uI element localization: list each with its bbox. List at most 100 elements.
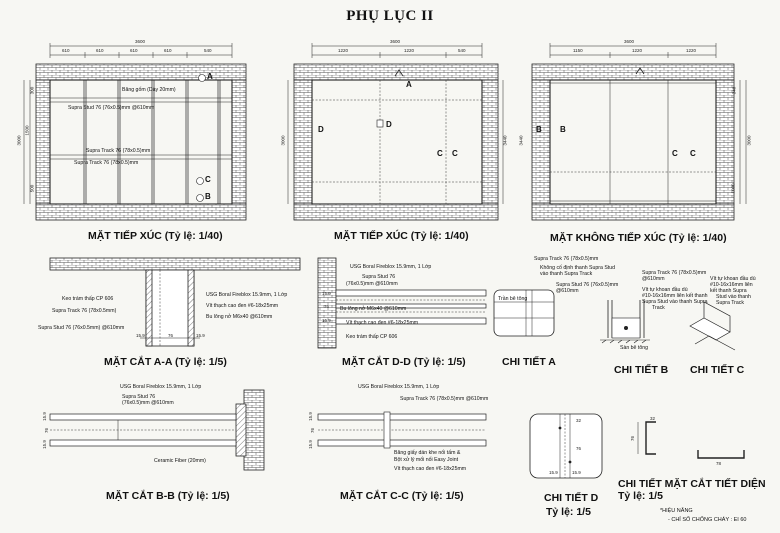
dd-label: Supra Stud 76 <box>362 274 396 280</box>
elev1-sub-dim: 610 <box>130 48 138 53</box>
profile-drawing <box>637 421 745 459</box>
elev1-sub-dim: 610 <box>164 48 172 53</box>
detail-a-label: @610mm <box>556 288 579 294</box>
dd-label: Keo trám thấp CP 606 <box>346 334 398 340</box>
elev1-sub-dim: 610 <box>96 48 104 53</box>
detail-c-label: #10-16x16mm liên <box>710 282 753 288</box>
profile-caption: CHI TIẾT MẶT CẮT TIẾT DIỆN <box>618 478 766 490</box>
aa-caption: MẶT CẮT A-A (Tỷ lệ: 1/5) <box>104 356 227 368</box>
cc-caption: MẶT CẮT C-C (Tỷ lệ: 1/5) <box>340 490 464 502</box>
detail-b-label: #10-16x16mm liên kết thanh <box>642 293 708 299</box>
aa-label: Keo trám thấp CP 606 <box>62 296 114 302</box>
aa-dim: 15.9 <box>196 333 205 338</box>
bb-label: USG Boral Fireblox 15.9mm, 1 Lớp <box>120 384 202 390</box>
elev1-overall-dim: 3600 <box>135 39 146 44</box>
elev2-sub-dim: 1220 <box>404 48 415 53</box>
elev2-section-mark: A <box>406 80 412 89</box>
dd-dim: 76 <box>324 304 330 309</box>
cc-dim: 15.9 <box>307 440 313 449</box>
detail-c-label: Vít tự khoan đầu dù <box>710 276 756 282</box>
detail-a-label: Không cố định thanh Supra Stud <box>540 265 615 271</box>
elev2-section-mark: C <box>437 149 443 158</box>
page-title: PHỤ LỤC II <box>346 8 434 24</box>
profile-dim: 76 <box>630 435 636 442</box>
detail-b-label: Vít tự khoan đầu dù <box>642 287 688 293</box>
elevation-2-drawing <box>287 43 504 221</box>
elev3-section-mark: B <box>560 125 566 134</box>
elev1-height-dim: 3000 <box>16 135 22 146</box>
detail-c-label: Stud vào thanh <box>716 294 751 300</box>
detail-d-dim: 15.9 <box>549 470 558 475</box>
elev3-overall-dim: 3600 <box>624 39 635 44</box>
elev1-label-ceramic-tape: Băng gốm (Dày 20mm) <box>122 87 176 93</box>
detail-d-dim: 15.9 <box>572 470 581 475</box>
elev3-height-dim: 3440 <box>518 135 524 146</box>
aa-label: Supra Stud 76 (76x0.5mm) @610mm <box>38 325 125 331</box>
elev3-section-mark: B <box>536 125 542 134</box>
dd-dim: 15.9 <box>322 291 331 296</box>
cc-label: Băng giấy dán khe nối tấm & <box>394 450 461 456</box>
elev2-section-mark: C <box>452 149 458 158</box>
elev3-section-mark: C <box>690 149 696 158</box>
dd-label: Vít thạch cao đen #6-18x25mm <box>346 320 419 326</box>
dd-label: (76x0.5)mm @610mm <box>346 281 398 287</box>
detail-a-label: vào thanh Supra Track <box>540 271 593 277</box>
detail-b-label: Supra Track 76 (78x0.5)mm <box>642 270 707 276</box>
detail-a-label: Supra Track 76 (78x0.5)mm <box>534 256 599 262</box>
elev1-caption: MẶT TIẾP XÚC (Tỷ lệ: 1/40) <box>88 230 223 242</box>
aa-label: Vít thạch cao đen #6-18x25mm <box>206 303 279 309</box>
detail-b-drawing <box>600 300 650 344</box>
bb-dim: 76 <box>44 427 50 434</box>
elev2-height-dim: 3000 <box>280 135 286 146</box>
section-bb-drawing <box>49 389 265 471</box>
cc-label: Bột xử lý mối nối Easy Joint <box>394 457 459 463</box>
detail-c-label: kết thanh Supra <box>710 288 747 294</box>
section-aa-drawing <box>49 257 301 347</box>
elev3-height-dim: 1000 <box>730 183 736 194</box>
cc-label: Vít thạch cao đen #6-18x25mm <box>394 466 467 472</box>
detail-d-dim: 76 <box>576 446 582 451</box>
profile-dim: 32 <box>650 416 656 421</box>
dd-label: USG Boral Fireblox 15.9mm, 1 Lớp <box>350 264 432 270</box>
elev1-sub-dim: 540 <box>204 48 212 53</box>
detail-c-caption: CHI TIẾT C <box>690 364 745 376</box>
bb-caption: MẶT CẮT B-B (Tỷ lệ: 1/5) <box>106 490 230 502</box>
elev1-label-track-2: Supra Track 76 (78x0.5)mm <box>74 160 139 166</box>
elev1-label-track: Supra Track 76 (78x0.5)mm <box>86 148 151 154</box>
detail-c-drawing <box>689 301 736 351</box>
elev1-sub-dim: 610 <box>62 48 70 53</box>
elev1-height-dim: 500 <box>29 184 35 193</box>
detail-b-caption: CHI TIẾT B <box>614 364 669 376</box>
elev3-sub-dim: 1220 <box>686 48 697 53</box>
detail-d-caption: CHI TIẾT D <box>544 492 599 504</box>
elev1-height-dim: 1500 <box>24 125 30 136</box>
footer-note: - CHỈ SỐ CHỐNG CHÁY : EI 60 <box>668 517 747 523</box>
dd-dim: 15.9 <box>322 318 331 323</box>
detail-a-label: Trần bê tông <box>498 296 528 302</box>
detail-b-label: Supra Stud vào thanh Supra <box>642 299 708 305</box>
elev3-sub-dim: 1220 <box>632 48 643 53</box>
section-dd-drawing <box>317 257 487 349</box>
elev2-section-mark: D <box>386 120 392 129</box>
profile-scale: Tỷ lệ: 1/5 <box>618 490 663 502</box>
profile-dim: 78 <box>716 461 722 466</box>
elevation-3-drawing <box>531 43 747 221</box>
bb-label: Ceramic Fiber (20mm) <box>154 458 206 464</box>
elev1-label-stud: Supra Stud 76 (76x0.5)mm @610mm <box>68 105 155 111</box>
elev1-section-mark: C <box>205 175 211 184</box>
elev2-section-mark: D <box>318 125 324 134</box>
elev2-sub-dim: 1220 <box>338 48 349 53</box>
detail-d-drawing <box>529 413 603 479</box>
elev3-caption: MẶT KHÔNG TIẾP XÚC (Tỷ lệ: 1/40) <box>550 232 727 244</box>
elev2-height-dim: 3440 <box>502 135 508 146</box>
elev2-sub-dim: 540 <box>458 48 466 53</box>
aa-dim: 15.9 <box>136 333 145 338</box>
aa-label: USG Boral Fireblox 15.9mm, 1 Lớp <box>206 292 288 298</box>
aa-label: Bu lông nở M6x40 @610mm <box>206 314 273 320</box>
elevation-1-drawing <box>23 43 247 221</box>
footer-note: *HIỆU NĂNG <box>660 508 693 514</box>
bb-dim: 15.9 <box>41 440 47 449</box>
detail-a-label: Supra Stud 76 (76x0.5)mm <box>556 282 619 288</box>
detail-d-dim: 32 <box>576 418 582 423</box>
